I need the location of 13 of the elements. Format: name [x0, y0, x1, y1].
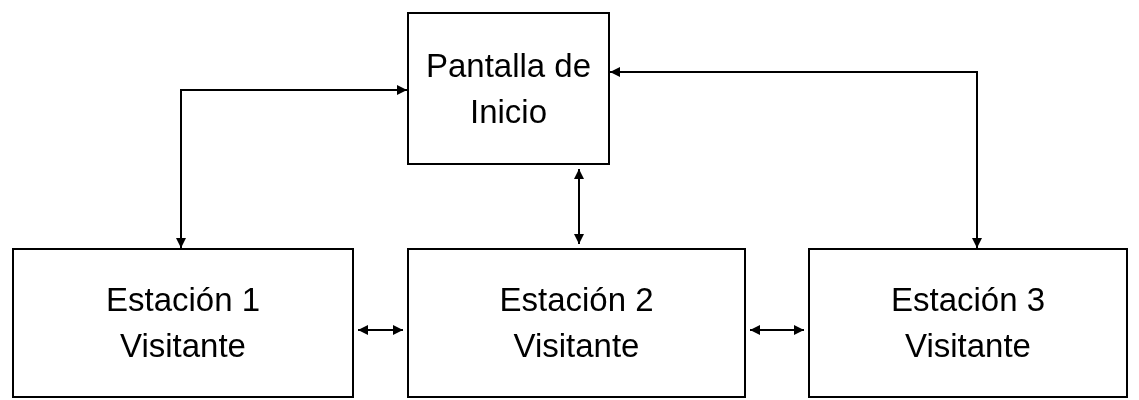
node-label: Estación 3 Visitante [889, 280, 1047, 366]
station-box [407, 248, 746, 398]
station-box [808, 248, 1128, 398]
double-arrow [574, 168, 584, 245]
double-arrow [609, 67, 982, 249]
double-arrow [357, 325, 404, 335]
double-arrow [176, 85, 408, 249]
node-label: Estación 1 Visitante [104, 280, 262, 366]
station-box [12, 248, 354, 398]
node-label: Pantalla de Inicio [424, 45, 593, 132]
double-arrow [749, 325, 805, 335]
start-screen-box [407, 12, 610, 165]
node-label: Estación 2 Visitante [498, 280, 655, 366]
